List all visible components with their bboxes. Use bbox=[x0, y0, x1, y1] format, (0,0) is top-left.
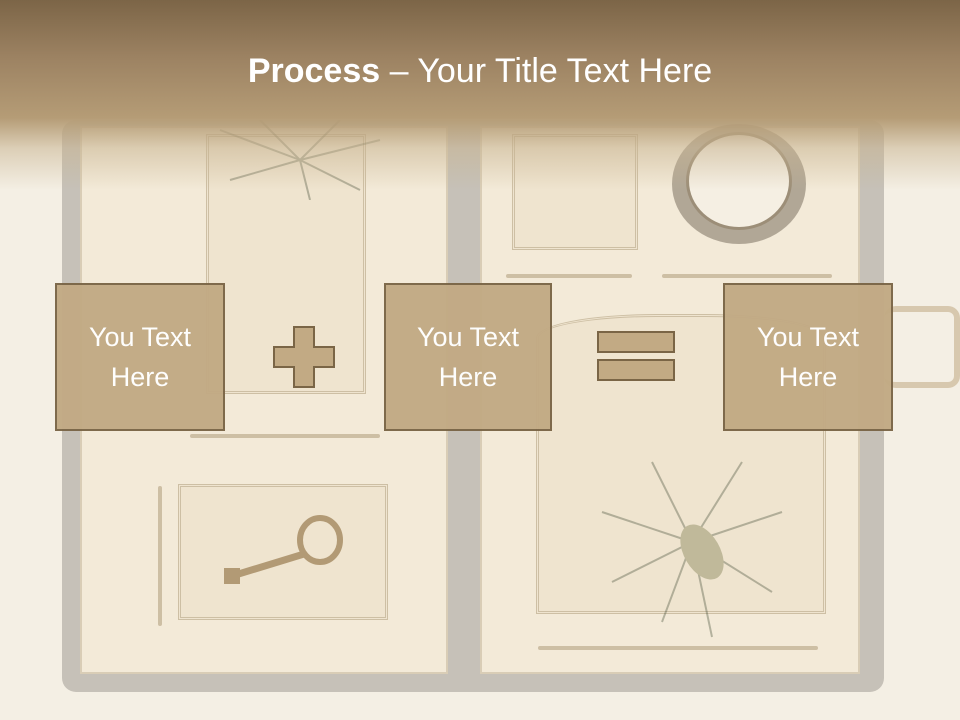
process-box-label: You Text Here bbox=[416, 322, 520, 392]
album-right-page bbox=[480, 126, 860, 674]
equals-icon bbox=[597, 331, 675, 381]
photo-slot bbox=[190, 434, 380, 438]
album-clasp bbox=[884, 306, 960, 388]
process-box-1[interactable]: You Text Here bbox=[55, 283, 225, 431]
process-box-3[interactable]: You Text Here bbox=[723, 283, 893, 431]
photo-slot bbox=[662, 274, 832, 278]
pine-branch-icon bbox=[601, 461, 783, 638]
photo-slot bbox=[538, 646, 818, 650]
photo-slot bbox=[158, 486, 162, 626]
title-rest: – Your Title Text Here bbox=[380, 52, 713, 90]
photo-frame bbox=[178, 484, 388, 620]
title-bold: Process bbox=[247, 52, 381, 90]
page-title: Process – Your Title Text Here bbox=[0, 52, 960, 91]
plus-icon bbox=[273, 326, 335, 388]
key-icon bbox=[224, 515, 343, 584]
title-bar: Process – Your Title Text Here bbox=[0, 0, 960, 190]
process-box-label: You Text Here bbox=[88, 322, 192, 392]
process-box-label: You Text Here bbox=[756, 322, 860, 392]
process-box-2[interactable]: You Text Here bbox=[384, 283, 552, 431]
photo-slot bbox=[506, 274, 632, 278]
